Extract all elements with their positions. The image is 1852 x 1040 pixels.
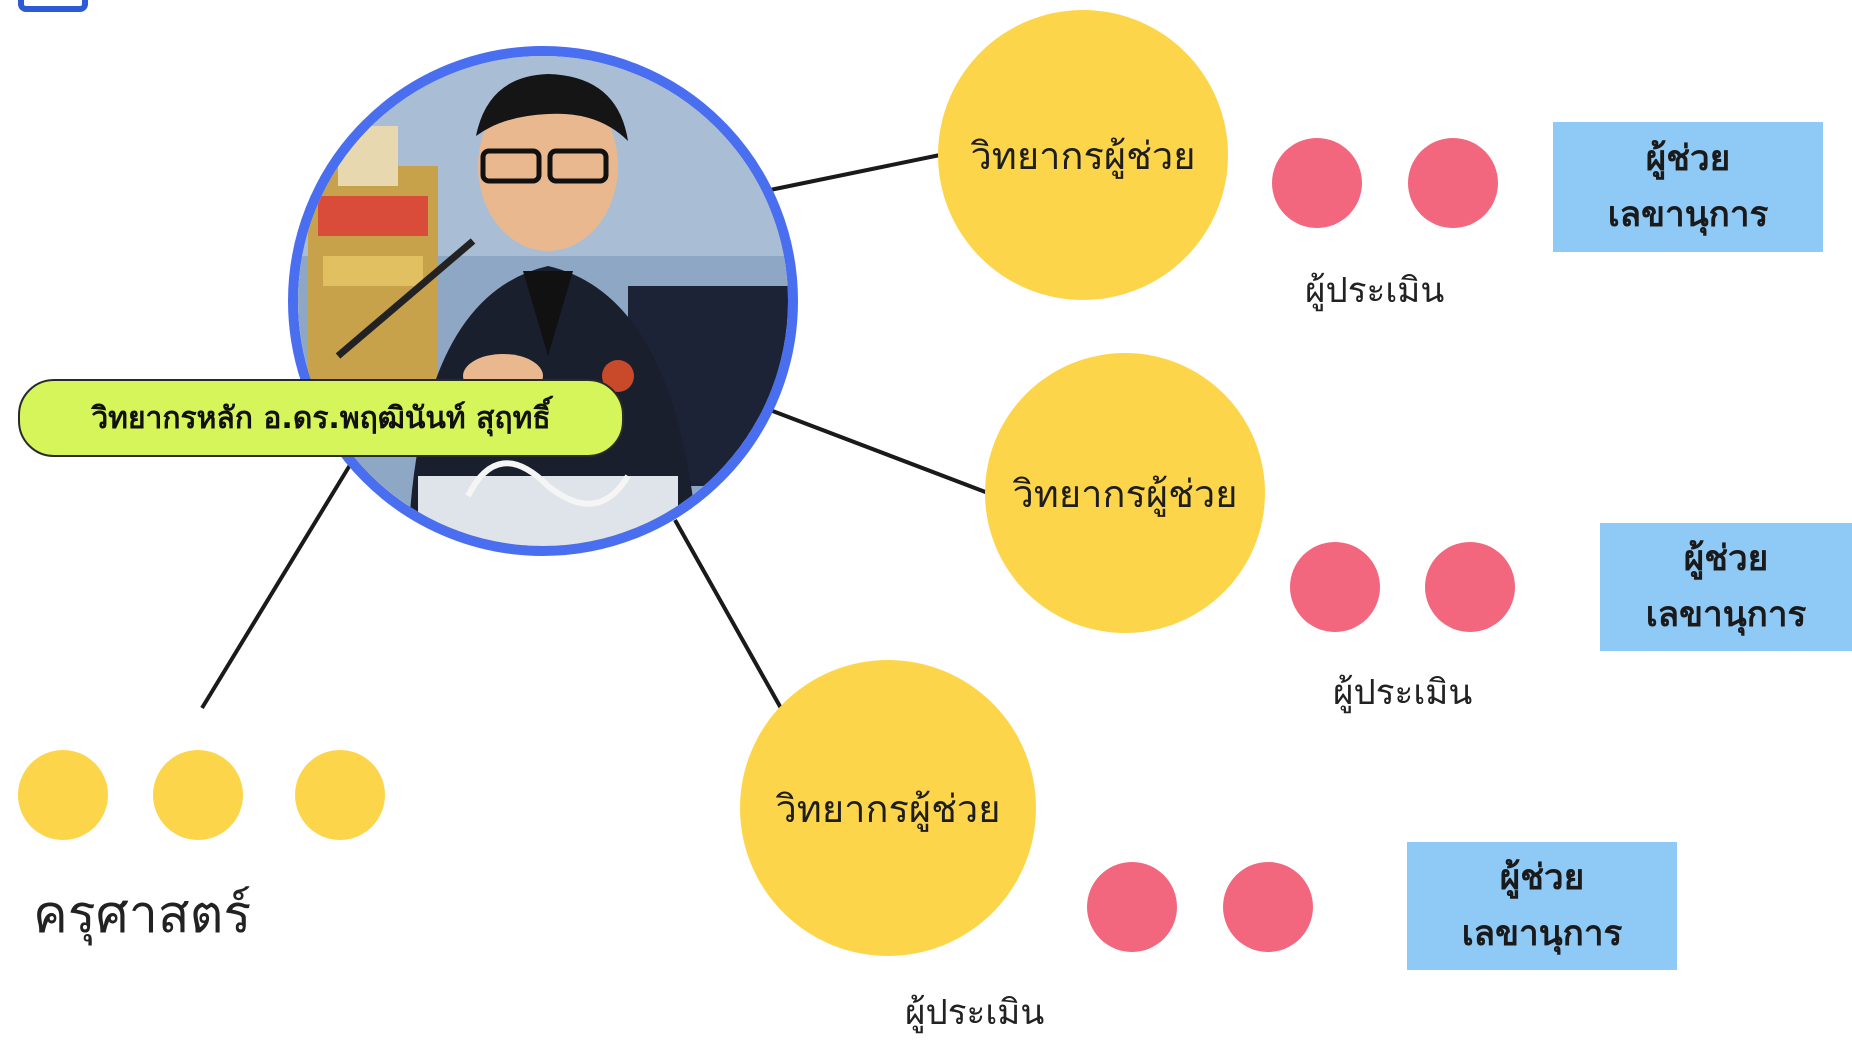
secretary-line-1: ผู้ช่วย bbox=[1645, 139, 1731, 179]
assistant-speaker-circle-1: วิทยากรผู้ช่วย bbox=[938, 10, 1228, 300]
assistant-speaker-label: วิทยากรผู้ช่วย bbox=[1012, 471, 1238, 516]
evaluator-circle bbox=[1408, 138, 1498, 228]
secretary-line-2: เลขานุการ bbox=[1607, 195, 1769, 235]
speaker-photo bbox=[288, 46, 798, 556]
assistant-speaker-circle-3: วิทยากรผู้ช่วย bbox=[740, 660, 1036, 956]
evaluator-circle bbox=[1290, 542, 1380, 632]
connector-line-assistant-3 bbox=[673, 519, 784, 711]
teacher-circle bbox=[153, 750, 243, 840]
assistant-speaker-label: วิทยากรผู้ช่วย bbox=[775, 786, 1001, 831]
main-speaker-label: วิทยากรหลัก อ.ดร.พฤฒินันท์ สุฤทธิ์ bbox=[18, 379, 624, 457]
secretary-box: ผู้ช่วย เลขานุการ bbox=[1600, 523, 1852, 651]
evaluator-label: ผู้ประเมิน bbox=[905, 993, 1045, 1033]
evaluator-circle bbox=[1272, 138, 1362, 228]
secretary-line-2: เลขานุการ bbox=[1645, 595, 1807, 635]
evaluator-label: ผู้ประเมิน bbox=[1333, 673, 1473, 713]
assistant-speaker-circle-2: วิทยากรผู้ช่วย bbox=[985, 353, 1265, 633]
corner-icon bbox=[18, 0, 88, 12]
secretary-line-1: ผู้ช่วย bbox=[1499, 858, 1585, 898]
assistant-speaker-label: วิทยากรผู้ช่วย bbox=[970, 133, 1196, 178]
teacher-group-label: ครุศาสตร์ bbox=[33, 885, 252, 945]
evaluator-circle bbox=[1425, 542, 1515, 632]
teacher-circle bbox=[295, 750, 385, 840]
secretary-box: ผู้ช่วย เลขานุการ bbox=[1553, 122, 1823, 252]
secretary-line-1: ผู้ช่วย bbox=[1683, 539, 1769, 579]
connector-line-teachers bbox=[200, 463, 352, 710]
connector-line-assistant-1 bbox=[769, 153, 941, 192]
evaluator-circle bbox=[1087, 862, 1177, 952]
teacher-circle bbox=[18, 750, 108, 840]
connector-line-assistant-2 bbox=[769, 408, 989, 495]
evaluator-circle bbox=[1223, 862, 1313, 952]
secretary-line-2: เลขานุการ bbox=[1461, 914, 1623, 954]
speaker-illustration bbox=[298, 56, 788, 546]
secretary-box: ผู้ช่วย เลขานุการ bbox=[1407, 842, 1677, 970]
evaluator-label: ผู้ประเมิน bbox=[1305, 271, 1445, 311]
